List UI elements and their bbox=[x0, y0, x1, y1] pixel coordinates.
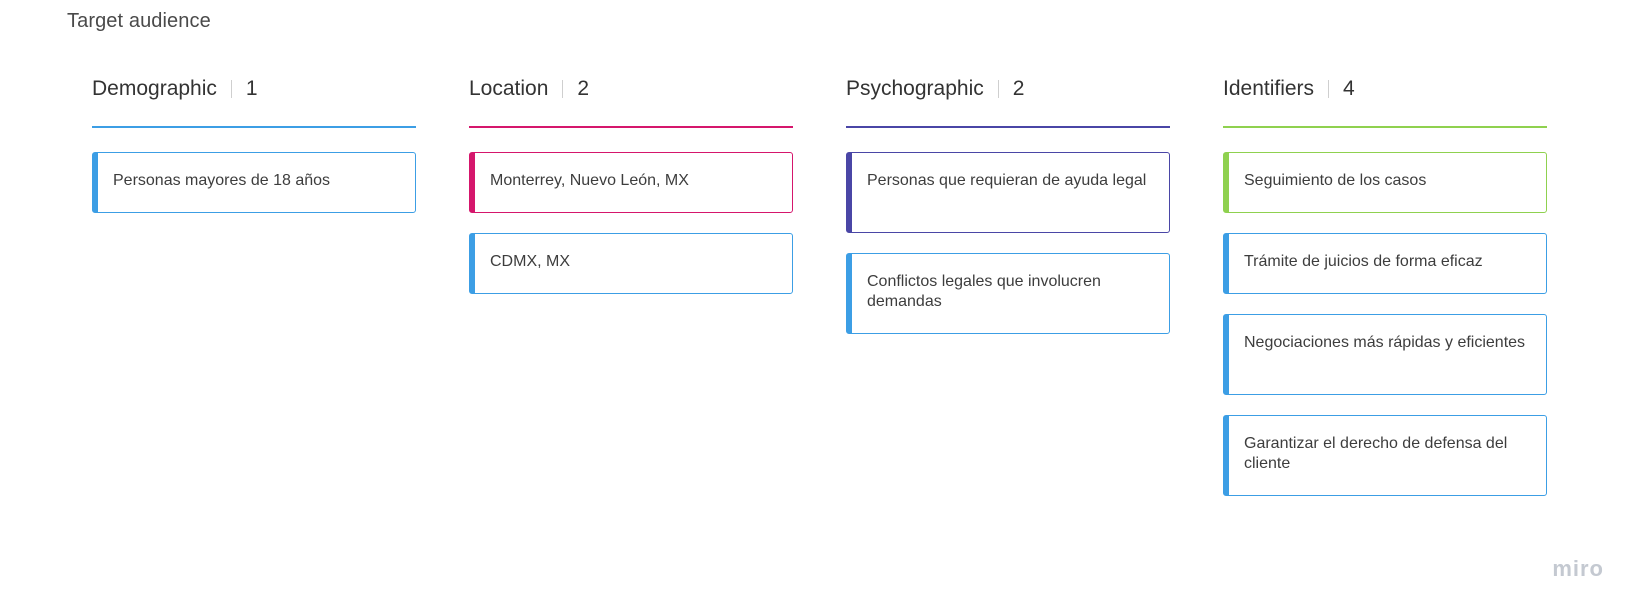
column-psychographic: Psychographic 2 Personas que requieran d… bbox=[846, 76, 1170, 354]
card-text: Negociaciones más rápidas y eficientes bbox=[1244, 334, 1526, 351]
header-divider bbox=[562, 80, 564, 98]
header-divider bbox=[1328, 80, 1330, 98]
card-text: Seguimiento de los casos bbox=[1244, 172, 1427, 189]
card-text: Personas mayores de 18 años bbox=[113, 172, 331, 189]
column-location: Location 2 Monterrey, Nuevo León, MX CDM… bbox=[469, 76, 793, 314]
sticky-card[interactable]: Personas mayores de 18 años bbox=[92, 152, 416, 213]
sticky-card[interactable]: Seguimiento de los casos bbox=[1223, 152, 1547, 213]
column-title: Demographic bbox=[92, 77, 217, 100]
sticky-card[interactable]: Garantizar el derecho de defensa del cli… bbox=[1223, 415, 1547, 496]
column-demographic: Demographic 1 Personas mayores de 18 año… bbox=[92, 76, 416, 233]
column-header: Location 2 bbox=[469, 76, 793, 102]
column-title: Location bbox=[469, 77, 549, 100]
column-count: 2 bbox=[577, 77, 590, 100]
sticky-card[interactable]: Negociaciones más rápidas y eficientes bbox=[1223, 314, 1547, 395]
column-title: Identifiers bbox=[1223, 77, 1315, 100]
card-text: Garantizar el derecho de defensa del cli… bbox=[1244, 435, 1508, 472]
card-list: Seguimiento de los casos Trámite de juic… bbox=[1223, 152, 1547, 496]
miro-logo: miro bbox=[1552, 556, 1604, 581]
sticky-card[interactable]: Monterrey, Nuevo León, MX bbox=[469, 152, 793, 213]
card-text: Conflictos legales que involucren demand… bbox=[867, 273, 1101, 310]
column-identifiers: Identifiers 4 Seguimiento de los casos T… bbox=[1223, 76, 1547, 516]
card-text: Personas que requieran de ayuda legal bbox=[867, 172, 1147, 189]
sticky-card[interactable]: CDMX, MX bbox=[469, 233, 793, 294]
card-text: Monterrey, Nuevo León, MX bbox=[490, 172, 689, 189]
card-list: Personas mayores de 18 años bbox=[92, 152, 416, 213]
column-header: Identifiers 4 bbox=[1223, 76, 1547, 102]
card-list: Personas que requieran de ayuda legal Co… bbox=[846, 152, 1170, 334]
sticky-card[interactable]: Trámite de juicios de forma eficaz bbox=[1223, 233, 1547, 294]
card-text: Trámite de juicios de forma eficaz bbox=[1244, 253, 1483, 270]
sticky-card[interactable]: Personas que requieran de ayuda legal bbox=[846, 152, 1170, 233]
column-underline bbox=[846, 126, 1170, 128]
card-text: CDMX, MX bbox=[490, 253, 570, 270]
card-list: Monterrey, Nuevo León, MX CDMX, MX bbox=[469, 152, 793, 294]
column-count: 1 bbox=[245, 77, 258, 100]
column-count: 2 bbox=[1012, 77, 1025, 100]
column-title: Psychographic bbox=[846, 77, 984, 100]
header-divider bbox=[230, 80, 232, 98]
column-count: 4 bbox=[1343, 77, 1355, 100]
column-header: Demographic 1 bbox=[92, 76, 416, 102]
column-underline bbox=[92, 126, 416, 128]
page-title: Target audience bbox=[67, 10, 211, 32]
sticky-card[interactable]: Conflictos legales que involucren demand… bbox=[846, 253, 1170, 334]
column-header: Psychographic 2 bbox=[846, 76, 1170, 102]
column-underline bbox=[1223, 126, 1547, 128]
header-divider bbox=[997, 80, 999, 98]
column-underline bbox=[469, 126, 793, 128]
